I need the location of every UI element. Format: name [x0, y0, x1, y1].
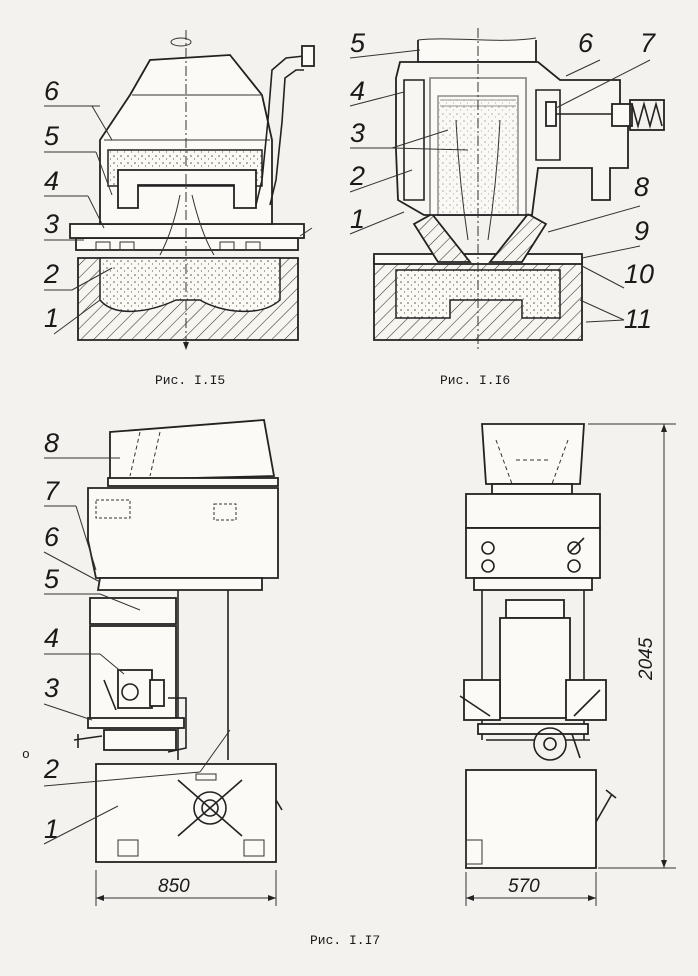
fig17-label-2: 2 [43, 754, 59, 784]
fig17-caption: Рис. I.I7 [310, 933, 380, 948]
figure-1-16 [373, 28, 665, 352]
fig15-labels: 6 5 4 3 2 1 Рис. I.I5 [43, 76, 225, 388]
fig15-chamber [99, 257, 281, 312]
fig17-side-base [465, 769, 597, 869]
margin-mark: o [22, 747, 30, 762]
fig15-label-3: 3 [44, 209, 59, 239]
fig15-label-6: 6 [44, 76, 60, 106]
fig17-label-6: 6 [44, 522, 60, 552]
fig16-labels: 5 4 3 2 1 6 7 8 9 10 11 Рис. I.I6 [349, 28, 656, 388]
fig16-label-10: 10 [624, 259, 654, 289]
fig17-label-3: 3 [44, 673, 59, 703]
fig16-caption: Рис. I.I6 [440, 373, 510, 388]
figure-1-15 [69, 30, 315, 350]
fig16-label-11: 11 [624, 304, 652, 334]
figure-1-17-front: 850 [73, 419, 283, 906]
fig17-dim-side-width: 570 [508, 876, 540, 897]
fig17-dim-height: 2045 [636, 637, 657, 681]
fig17-label-5: 5 [44, 564, 60, 594]
fig16-label-9: 9 [634, 216, 649, 246]
figure-1-17-side: 570 2045 [459, 423, 676, 906]
fig16-label-5: 5 [350, 28, 366, 58]
fig17-front-base [95, 763, 277, 863]
fig17-label-8: 8 [44, 428, 59, 458]
fig17-label-7: 7 [44, 476, 60, 506]
fig15-label-1: 1 [44, 303, 59, 333]
fig15-label-5: 5 [44, 121, 60, 151]
fig17-labels: 8 7 6 5 4 3 2 1 Рис. I.I7 o [22, 428, 380, 948]
fig17-label-1: 1 [44, 814, 59, 844]
fig16-label-6: 6 [578, 28, 594, 58]
fig15-label-4: 4 [44, 166, 59, 196]
fig17-hopper [109, 419, 276, 481]
fig16-label-7: 7 [640, 28, 656, 58]
fig17-dim-front-width: 850 [158, 876, 190, 897]
fig17-label-4: 4 [44, 623, 59, 653]
fig15-caption: Рис. I.I5 [155, 373, 225, 388]
fig16-label-3: 3 [350, 118, 365, 148]
fig15-label-2: 2 [43, 259, 59, 289]
fig16-label-1: 1 [350, 204, 365, 234]
fig16-label-2: 2 [349, 161, 365, 191]
fig16-label-4: 4 [350, 76, 365, 106]
fig16-label-8: 8 [634, 172, 649, 202]
